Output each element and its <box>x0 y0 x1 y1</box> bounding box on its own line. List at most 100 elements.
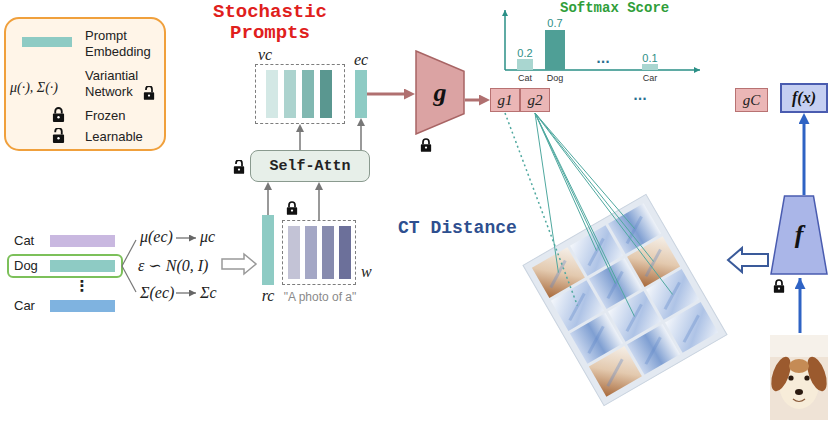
dog-image <box>770 335 828 357</box>
node-label: w <box>361 263 372 281</box>
axis-label: Car <box>643 73 658 83</box>
node-label: "A photo of a" <box>284 290 357 304</box>
math-label: μ(ec) <box>140 228 173 246</box>
legend-frame <box>53 108 64 122</box>
class-embeddings <box>8 255 122 277</box>
word-bars <box>339 226 351 279</box>
image-patches <box>600 271 631 298</box>
legend-swatch <box>22 37 72 47</box>
prompt-bars <box>266 70 332 118</box>
text-encoder: g <box>415 50 465 135</box>
class-embeddings <box>50 235 115 247</box>
legend-symbol: μ(·), Σ(·) <box>10 80 58 96</box>
bar-value: 0.2 <box>517 47 532 59</box>
softmax-chart <box>504 10 506 70</box>
dog-image <box>804 375 809 380</box>
softmax-chart <box>505 69 700 71</box>
arrow-connector <box>318 186 320 220</box>
prompt-embedding: ec <box>355 70 367 118</box>
dog-image <box>767 335 830 420</box>
transport-arrow <box>728 248 768 272</box>
image-patches <box>665 302 718 353</box>
legend-text: Variantial Network <box>85 68 163 100</box>
node-label: gC <box>743 92 761 109</box>
arrow-connector <box>803 119 806 196</box>
math-label: Σ(ec) <box>140 284 174 302</box>
node-label: g2 <box>528 92 543 109</box>
prompt-bars <box>284 70 296 118</box>
word-bars <box>322 226 334 279</box>
dog-image <box>788 375 793 380</box>
transport-arrow <box>728 248 768 272</box>
axis-label: Cat <box>518 73 532 83</box>
bar-value: 0.1 <box>642 52 657 64</box>
image-patches <box>657 282 688 309</box>
prompt-group: vc <box>255 64 345 124</box>
legend-frame <box>5 18 165 150</box>
legend-frame <box>53 128 64 143</box>
softmax-chart <box>642 64 658 70</box>
figure-title: Stochastic Prompts <box>205 2 335 44</box>
ellipsis: ⋮ <box>75 277 90 295</box>
bar-value: 0.7 <box>547 17 562 29</box>
softmax-chart <box>517 59 533 70</box>
image-patches <box>619 304 650 331</box>
class-embeddings <box>176 292 196 293</box>
node-label: rc <box>262 287 275 305</box>
node-label: Self-Attn <box>269 158 350 175</box>
dog-image <box>767 354 794 393</box>
axis-label: Dog <box>547 73 564 83</box>
class-name: Car <box>14 298 35 313</box>
class-embeddings <box>8 235 256 312</box>
class-name: Cat <box>14 233 34 248</box>
legend-text: Frozen <box>85 108 163 124</box>
legend-text: Learnable <box>85 129 163 145</box>
arrow-connector <box>299 128 301 150</box>
node-label: g1 <box>498 92 513 109</box>
image-patches <box>600 359 631 386</box>
prompt-embedding: rc <box>262 215 274 285</box>
class-embeddings <box>122 266 136 292</box>
class-embeddings <box>122 240 136 266</box>
legend-text: Prompt Embedding <box>85 28 163 60</box>
node-label: g <box>434 78 447 108</box>
legend-frame <box>5 18 165 150</box>
class-name: Dog <box>14 258 38 273</box>
dog-image <box>789 359 809 373</box>
distance-lines <box>535 113 673 294</box>
math-label: μc <box>200 228 215 246</box>
output-box: f(x) <box>780 83 828 113</box>
image-patches <box>676 315 707 342</box>
lock-icons <box>234 139 784 293</box>
attention-box: Self-Attn <box>250 150 370 182</box>
softmax-chart <box>505 10 700 70</box>
node-label: vc <box>258 46 272 64</box>
class-embeddings <box>50 300 115 312</box>
class-embeddings <box>176 237 196 238</box>
distance-label: CT Distance <box>398 218 517 238</box>
node-label: f(x) <box>792 89 816 107</box>
prompt-bars <box>266 70 278 118</box>
softmax-chart <box>545 30 565 70</box>
arrow-connector <box>360 122 362 150</box>
class-embeddings <box>50 260 115 272</box>
distance-lines <box>505 113 673 316</box>
class-embeddings <box>222 254 256 274</box>
class-feature: g1 <box>490 88 520 112</box>
distance-lines <box>535 113 635 229</box>
lock-icons <box>774 280 784 293</box>
image-patches <box>638 337 669 364</box>
dog-image <box>795 389 803 395</box>
dog-image <box>803 354 830 393</box>
node-label: ec <box>354 51 368 69</box>
arrow-connector <box>367 93 410 96</box>
class-feature: gC <box>735 88 768 112</box>
prompt-bars <box>320 70 332 118</box>
math-label: ε ∽ N(0, I) <box>138 256 208 275</box>
image-patches <box>581 326 612 353</box>
image-encoder: f <box>770 195 828 275</box>
word-bars <box>305 226 317 279</box>
ellipsis: ··· <box>633 92 647 106</box>
arrow-connector <box>267 186 269 215</box>
legend-frame <box>144 86 154 100</box>
